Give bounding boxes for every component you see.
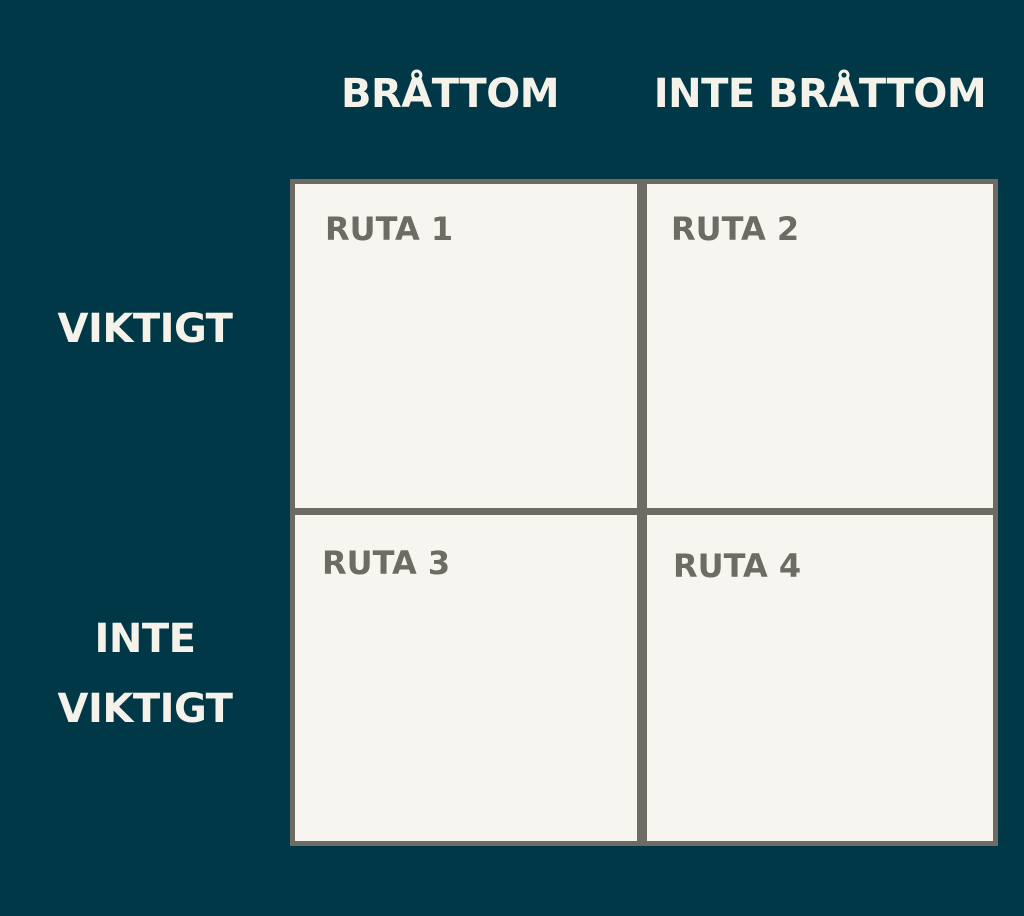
matrix-cell-4: RUTA 4 — [642, 510, 998, 846]
row-header-line: VIKTIGT — [57, 686, 233, 732]
row-header-line: INTE — [94, 616, 196, 662]
cell-label: RUTA 2 — [671, 210, 800, 248]
cell-label: RUTA 3 — [322, 544, 451, 582]
row-header-inte-viktigt: INTE VIKTIGT — [40, 604, 250, 744]
matrix-cell-2: RUTA 2 — [642, 179, 998, 513]
column-header-inte-bråttom: INTE BRÅTTOM — [653, 71, 987, 117]
matrix-cell-1: RUTA 1 — [290, 179, 642, 513]
column-header-bråttom: BRÅTTOM — [340, 71, 560, 117]
row-header-line: VIKTIGT — [57, 306, 233, 352]
matrix-cell-3: RUTA 3 — [290, 510, 642, 846]
row-header-viktigt: VIKTIGT — [40, 294, 250, 364]
cell-label: RUTA 1 — [325, 210, 454, 248]
cell-label: RUTA 4 — [673, 547, 802, 585]
